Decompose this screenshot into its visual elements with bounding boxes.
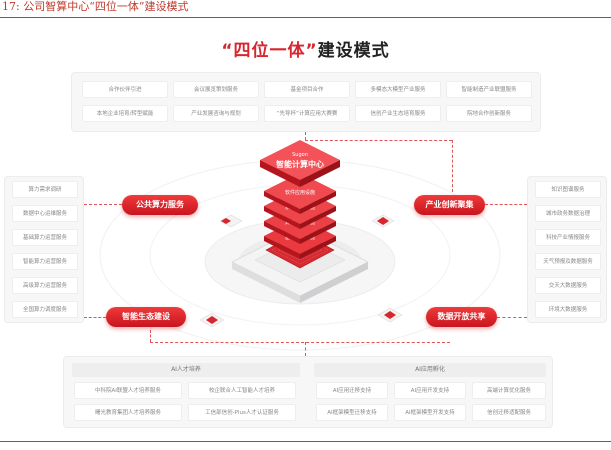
talent-chip: 中科院AI联盟人才培养服务 — [74, 382, 182, 399]
left-chip: 全国算力调度服务 — [12, 301, 78, 318]
top-chip: 本地企业培育/转型赋能 — [82, 105, 168, 122]
open-data-pill: 数据开放共享 — [426, 307, 497, 327]
top-chip: 会议展览策划服务 — [173, 81, 259, 98]
small-cube — [199, 312, 225, 328]
incubation-chip: 高端计算优化服务 — [472, 382, 546, 399]
top-chip: 合作伙伴引进 — [82, 81, 168, 98]
right-chip: 环境大数据服务 — [535, 301, 601, 318]
diagram-title: “四位一体”建设模式 — [0, 36, 611, 61]
top-chip: 产业发展咨询与规划 — [173, 105, 259, 122]
compute-services-panel: 算力需求调研 数据中心运维服务 基础算力运营服务 智能算力运营服务 高级算力运营… — [4, 176, 84, 323]
talent-chip: 曙光教育集团人才培养服务 — [74, 404, 182, 421]
top-chip: “先导杯”计算应用大赛赛 — [264, 105, 350, 122]
left-chip: 高级算力运营服务 — [12, 277, 78, 294]
talent-chip: 校企联合人工智能人才培养 — [188, 382, 296, 399]
app-incubation-heading: AI应用孵化 — [314, 363, 546, 377]
bottom-rule — [0, 441, 611, 442]
connector-line — [150, 330, 151, 342]
right-chip: 交天大数据服务 — [535, 277, 601, 294]
layer-label: 软件应用设施 — [285, 189, 315, 196]
top-chip: 信创产业生态培育服务 — [355, 105, 441, 122]
connector-line — [497, 317, 527, 318]
talent-training-heading: AI人才培养 — [72, 363, 300, 377]
right-chip: 科技产业情报服务 — [535, 229, 601, 246]
connector-line — [452, 140, 453, 192]
right-chip: 天气预报及数据服务 — [535, 253, 601, 270]
right-chip: 知识图谱服务 — [535, 181, 601, 198]
figure-caption: 17: 公司智算中心“四位一体”建设模式 — [0, 0, 611, 18]
small-cube — [219, 214, 243, 228]
connector-line — [84, 204, 122, 205]
title-rest: 建设模式 — [317, 41, 390, 61]
connector-line — [150, 342, 450, 343]
left-chip: 智能算力运营服务 — [12, 253, 78, 270]
sugon-logo: Sugon — [292, 152, 308, 158]
connector-line — [305, 342, 306, 356]
industry-services-panel: 合作伙伴引进 会议展览策划服务 基金项目合作 多模态大模型产业服务 智能制造产业… — [71, 72, 541, 132]
incubation-chip: AI框架模型开发支持 — [394, 404, 466, 421]
left-chip: 基础算力运营服务 — [12, 229, 78, 246]
incubation-chip: 信创迁移适配服务 — [472, 404, 546, 421]
top-cube — [260, 140, 340, 187]
connector-line — [305, 140, 452, 141]
top-chip: 院地合作创新服务 — [446, 105, 532, 122]
left-chip: 数据中心运维服务 — [12, 205, 78, 222]
small-cube — [371, 214, 395, 228]
small-cube — [377, 307, 403, 323]
data-services-panel: 知识图谱服务 城市政务数据治理 科技产业情报服务 天气预报及数据服务 交天大数据… — [527, 176, 607, 323]
incubation-chip: AI应用迁移支持 — [316, 382, 388, 399]
ai-ecosystem-panel: AI人才培养 AI应用孵化 中科院AI联盟人才培养服务 校企联合人工智能人才培养… — [63, 356, 553, 428]
top-chip: 多模态大模型产业服务 — [355, 81, 441, 98]
title-highlight: “四位一体” — [221, 41, 318, 61]
left-chip: 算力需求调研 — [12, 181, 78, 198]
incubation-chip: AI框架模型迁移支持 — [316, 404, 388, 421]
talent-chip: 工信部信创-Plus人才认证服务 — [188, 404, 296, 421]
connector-line — [485, 204, 527, 205]
industry-innovation-pill: 产业创新聚集 — [414, 195, 485, 215]
connector-line — [305, 132, 306, 140]
connector-line — [84, 317, 106, 318]
center-title: 智能计算中心 — [276, 159, 324, 169]
top-chip: 基金项目合作 — [264, 81, 350, 98]
ecosystem-pill: 智能生态建设 — [106, 307, 186, 327]
right-chip: 城市政务数据治理 — [535, 205, 601, 222]
incubation-chip: AI应用开发支持 — [394, 382, 466, 399]
top-chip: 智能制造产业联盟服务 — [446, 81, 532, 98]
stack-layer — [264, 173, 336, 214]
public-compute-pill: 公共算力服务 — [122, 195, 198, 215]
